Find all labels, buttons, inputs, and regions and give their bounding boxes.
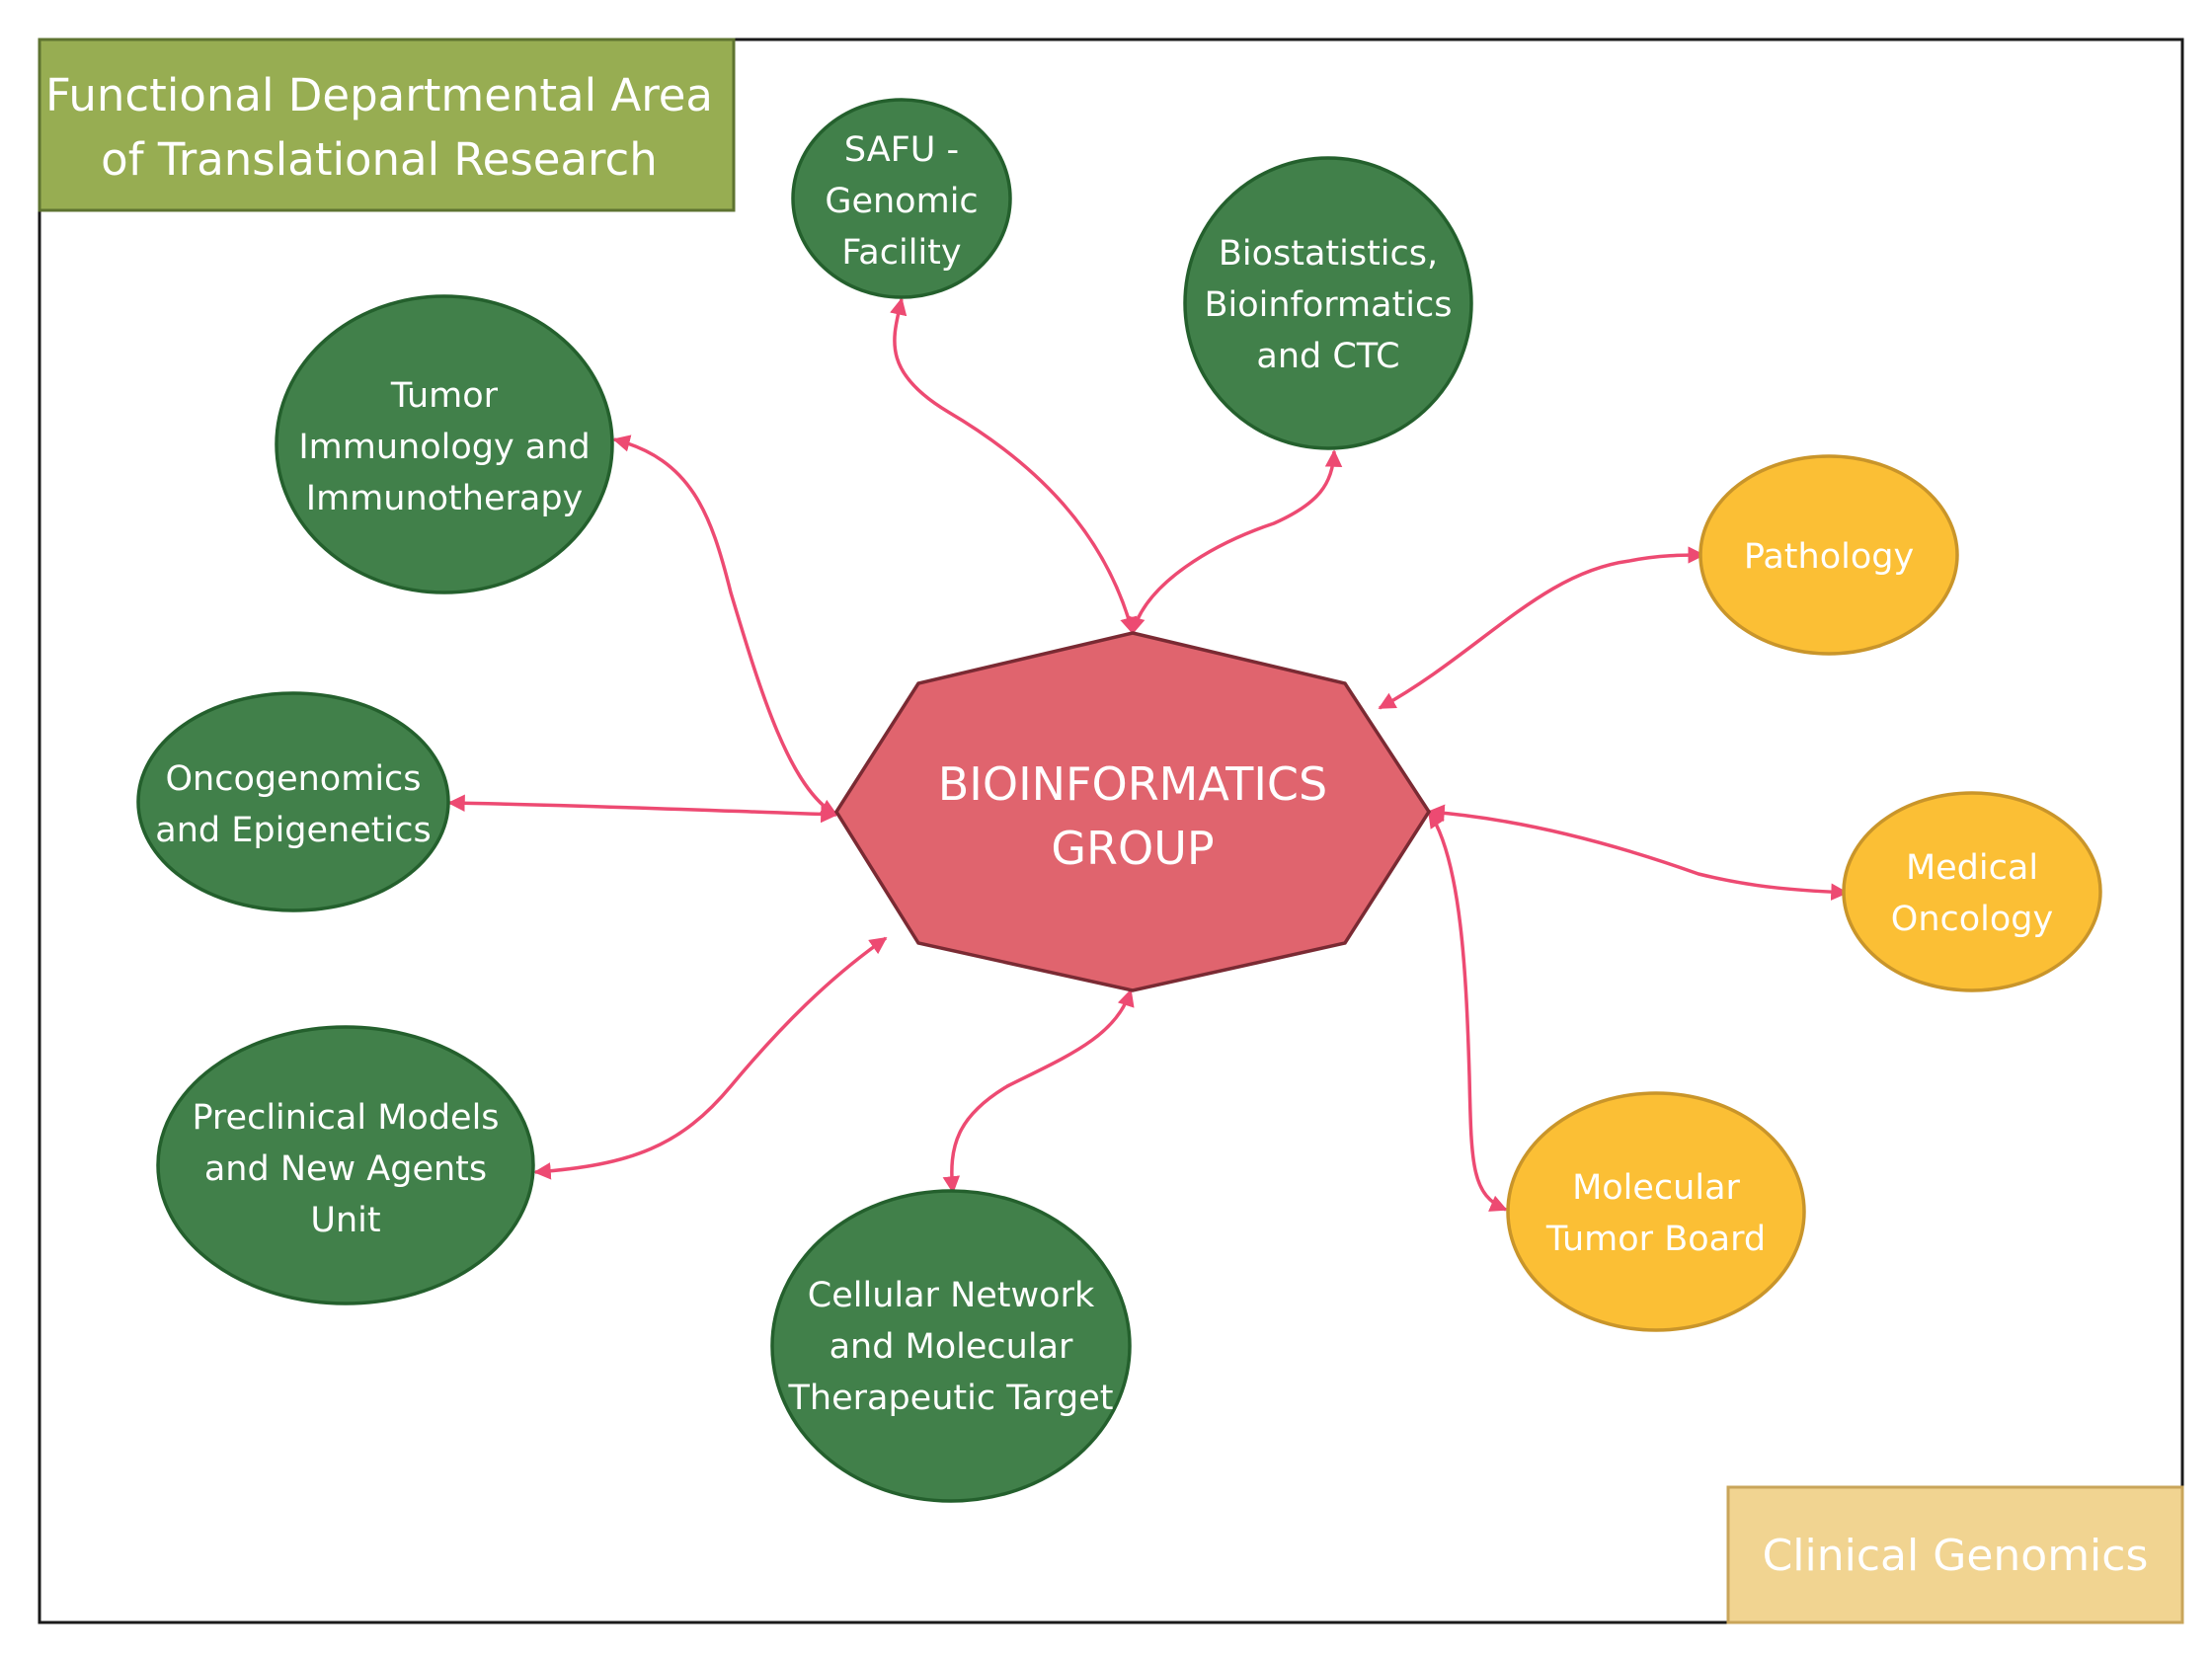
hub-title-line2: GROUP xyxy=(1051,822,1214,875)
node-cellular-network: Cellular Network and Molecular Therapeut… xyxy=(770,1189,1132,1503)
node-preclinical: Preclinical Models and New Agents Unit xyxy=(156,1025,535,1305)
edge-hub-pathology xyxy=(1378,546,1705,710)
edge-hub-tumor-immunology xyxy=(612,434,838,817)
node-tumor-immunology-line3: Immunotherapy xyxy=(306,479,584,518)
edge-hub-preclinical xyxy=(533,936,888,1180)
node-molecular-tumor-board-line2: Tumor Board xyxy=(1545,1220,1766,1259)
node-safu: SAFU - Genomic Facility xyxy=(791,98,1012,299)
clinical-genomics-box: Clinical Genomics xyxy=(1726,1485,2184,1624)
node-safu-line2: Genomic xyxy=(825,182,978,221)
node-cellular-network-shape xyxy=(770,1189,1132,1503)
node-tumor-immunology-line2: Immunology and xyxy=(298,428,590,467)
edge-hub-safu xyxy=(890,297,1138,635)
node-medical-oncology: Medical Oncology xyxy=(1842,791,2102,992)
node-pathology: Pathology xyxy=(1698,454,1959,656)
node-preclinical-line2: and New Agents xyxy=(204,1149,487,1189)
node-tumor-immunology-line1: Tumor xyxy=(390,376,499,416)
node-molecular-tumor-board-line1: Molecular xyxy=(1572,1168,1740,1208)
node-preclinical-line1: Preclinical Models xyxy=(192,1098,499,1138)
edge-hub-biostat xyxy=(1128,449,1343,635)
node-medical-oncology-line2: Oncology xyxy=(1891,900,2053,939)
node-biostat-shape xyxy=(1183,156,1473,450)
node-molecular-tumor-board: Molecular Tumor Board xyxy=(1506,1091,1806,1332)
edges xyxy=(447,297,1849,1212)
node-biostat: Biostatistics, Bioinformatics and CTC xyxy=(1183,156,1473,450)
node-biostat-line1: Biostatistics, xyxy=(1219,234,1438,274)
node-pathology-shape xyxy=(1698,454,1959,656)
node-medical-oncology-line1: Medical xyxy=(1906,848,2038,888)
node-cellular-network-line1: Cellular Network xyxy=(808,1276,1095,1315)
node-oncogenomics: Oncogenomics and Epigenetics xyxy=(136,691,450,912)
node-tumor-immunology-shape xyxy=(275,294,614,594)
node-oncogenomics-line2: and Epigenetics xyxy=(155,811,431,850)
node-cellular-network-line3: Therapeutic Target xyxy=(788,1379,1114,1418)
hub-shape xyxy=(833,631,1432,992)
bioinformatics-hub: BIOINFORMATICS GROUP xyxy=(833,631,1432,992)
translational-area-title-line1: Functional Departmental Area xyxy=(45,69,713,121)
clinical-genomics-title: Clinical Genomics xyxy=(1763,1531,2149,1581)
edge-hub-cellular-network xyxy=(942,988,1135,1194)
node-cellular-network-line2: and Molecular xyxy=(830,1327,1073,1367)
node-tumor-immunology: Tumor Immunology and Immunotherapy xyxy=(275,294,614,594)
translational-area-title-line2: of Translational Research xyxy=(101,133,658,186)
clinical-genomics-background xyxy=(1726,1485,2184,1624)
node-biostat-line3: and CTC xyxy=(1256,337,1399,376)
node-preclinical-line3: Unit xyxy=(310,1201,380,1240)
node-medical-oncology-shape xyxy=(1842,791,2102,992)
node-safu-line3: Facility xyxy=(841,233,961,273)
node-safu-shape xyxy=(791,98,1012,299)
node-molecular-tumor-board-shape xyxy=(1506,1091,1806,1332)
hub-title-line1: BIOINFORMATICS xyxy=(938,757,1328,811)
node-pathology-line1: Pathology xyxy=(1744,537,1914,577)
node-biostat-line2: Bioinformatics xyxy=(1204,285,1452,325)
edge-hub-medical-oncology xyxy=(1427,804,1849,901)
translational-area-background xyxy=(38,38,736,212)
node-oncogenomics-line1: Oncogenomics xyxy=(165,759,421,799)
node-oncogenomics-shape xyxy=(136,691,450,912)
node-safu-line1: SAFU - xyxy=(844,130,959,170)
edge-hub-molecular-tumor-board xyxy=(1427,810,1508,1212)
node-preclinical-shape xyxy=(156,1025,535,1305)
translational-area-box: Functional Departmental Area of Translat… xyxy=(38,38,736,212)
